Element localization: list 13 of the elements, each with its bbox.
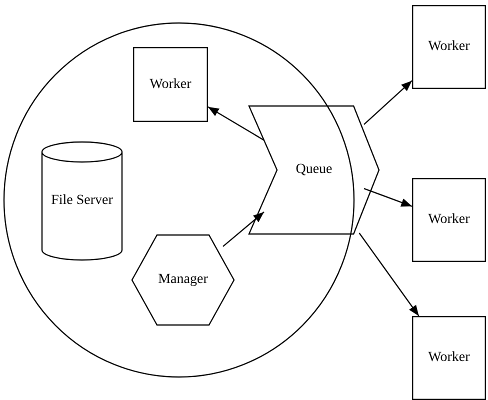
worker-box: Worker — [412, 5, 486, 89]
arrow — [364, 188, 412, 207]
arrow — [222, 212, 264, 247]
worker-box: Worker — [133, 47, 208, 122]
arrow — [208, 106, 264, 141]
arrow — [358, 232, 420, 316]
worker-box: Worker — [412, 316, 486, 400]
boundary-circle — [3, 22, 355, 378]
arrow — [364, 80, 412, 125]
queue-chevron: Queue — [248, 105, 380, 235]
manager-hexagon: Manager — [131, 234, 235, 326]
worker-box: Worker — [412, 178, 486, 262]
file-server-cylinder: File Server — [41, 142, 123, 260]
